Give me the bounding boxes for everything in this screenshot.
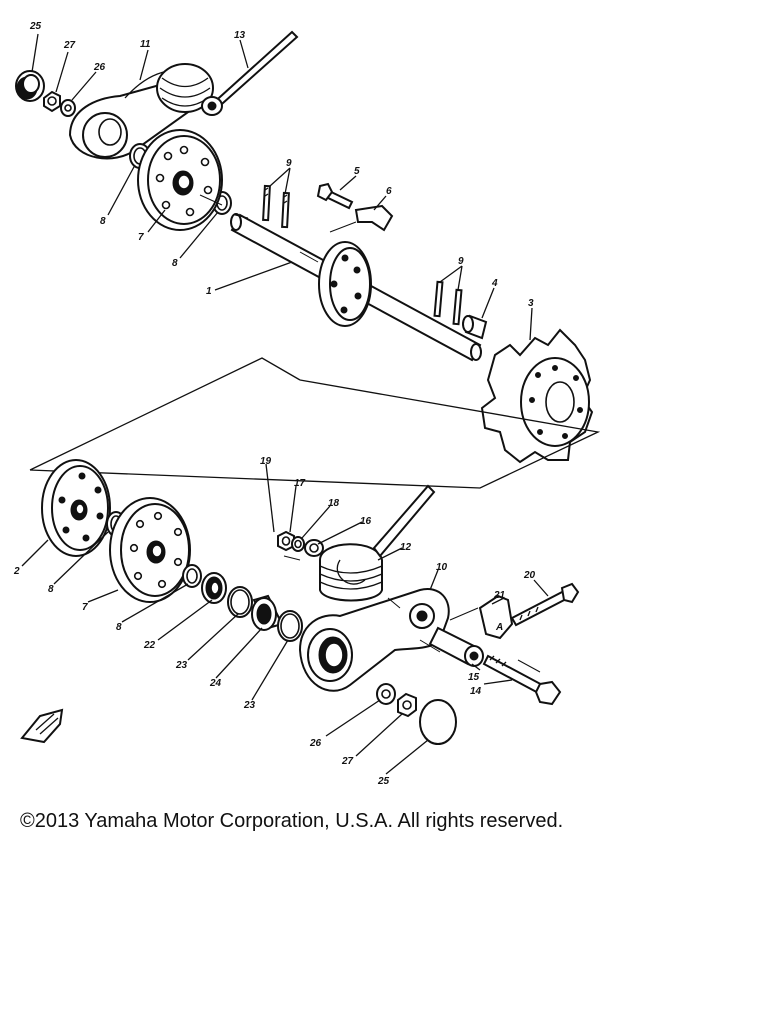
part-9-pins-top bbox=[262, 184, 290, 229]
part-17-washer bbox=[291, 536, 305, 552]
part-8-oring-bottom-b-inner bbox=[186, 568, 198, 584]
insert-letter-a: A bbox=[495, 622, 503, 633]
callout-25-top: 25 bbox=[29, 21, 42, 32]
callout-8-d: 8 bbox=[116, 622, 122, 633]
callout-12: 12 bbox=[400, 542, 412, 553]
callout-8-c: 8 bbox=[48, 584, 54, 595]
part-12-spring bbox=[319, 484, 436, 602]
part-27-nut-top bbox=[43, 90, 61, 113]
part-15-collar bbox=[428, 626, 484, 667]
callout-13: 13 bbox=[234, 30, 246, 41]
part-25-cap-bottom bbox=[419, 699, 457, 745]
dash-line-top bbox=[199, 194, 357, 263]
part-7-idler-wheel-bottom bbox=[109, 497, 191, 603]
part-23-circlip-b bbox=[277, 610, 303, 642]
part-5-bolt bbox=[316, 182, 354, 210]
callout-19: 19 bbox=[260, 456, 272, 467]
part-25-cap-top bbox=[15, 70, 45, 102]
part-shaft-flange bbox=[318, 241, 372, 327]
callout-1: 1 bbox=[206, 286, 212, 297]
callout-6: 6 bbox=[386, 186, 392, 197]
callout-15: 15 bbox=[468, 672, 480, 683]
part-24-bearing bbox=[251, 594, 284, 631]
front-direction-arrow-icon bbox=[20, 708, 64, 744]
dash-line-bottom bbox=[283, 555, 541, 673]
part-10-swing-arm bbox=[298, 588, 450, 692]
callout-26-bot: 26 bbox=[309, 738, 322, 749]
copyright-notice: ©2013 Yamaha Motor Corporation, U.S.A. A… bbox=[20, 810, 564, 832]
callout-8-a: 8 bbox=[100, 216, 106, 227]
callout-10: 10 bbox=[436, 562, 448, 573]
callout-11: 11 bbox=[140, 39, 151, 50]
callout-16: 16 bbox=[360, 516, 372, 527]
part-3-drive-sprocket bbox=[480, 328, 594, 464]
exploded-parts-diagram: A bbox=[13, 21, 601, 787]
part-21-lock-plate: A bbox=[478, 594, 514, 640]
part-9-pins-right bbox=[433, 280, 463, 326]
part-26-washer-bottom bbox=[376, 683, 396, 705]
part-6-clip bbox=[354, 204, 394, 232]
part-4-bushing bbox=[462, 314, 488, 340]
part-26-washer-top bbox=[60, 99, 76, 117]
callout-23-a: 23 bbox=[175, 660, 188, 671]
callout-26-top: 26 bbox=[93, 62, 106, 73]
callout-numbers: 25 27 26 11 13 8 7 8 9 5 6 1 9 4 3 2 8 7… bbox=[13, 21, 536, 787]
part-7-idler-wheel-top bbox=[137, 129, 223, 231]
callout-8-b: 8 bbox=[172, 258, 178, 269]
callout-21: 21 bbox=[493, 590, 506, 601]
part-23-circlip-a bbox=[227, 586, 253, 618]
part-18-washer bbox=[304, 539, 324, 557]
leader-lines bbox=[21, 33, 549, 775]
callout-27-bot: 27 bbox=[341, 756, 354, 767]
callout-5: 5 bbox=[354, 166, 360, 177]
part-14-bolt bbox=[482, 654, 562, 706]
callout-4: 4 bbox=[491, 278, 498, 289]
part-22-bearing bbox=[201, 572, 227, 604]
callout-22: 22 bbox=[143, 640, 156, 651]
callout-18: 18 bbox=[328, 498, 340, 509]
part-27-nut-bottom bbox=[397, 692, 417, 718]
callout-9-a: 9 bbox=[286, 158, 292, 169]
callout-25-bot: 25 bbox=[377, 776, 390, 787]
callout-20: 20 bbox=[523, 570, 536, 581]
part-2-hub-plate bbox=[41, 459, 111, 557]
callout-27-top: 27 bbox=[63, 40, 76, 51]
callout-23-b: 23 bbox=[243, 700, 256, 711]
callout-7-top: 7 bbox=[138, 232, 144, 243]
callout-9-b: 9 bbox=[458, 256, 464, 267]
part-13-spring-rod bbox=[208, 30, 299, 113]
assembly-boundary-line bbox=[29, 357, 601, 489]
callout-2: 2 bbox=[13, 566, 20, 577]
callout-3: 3 bbox=[528, 298, 534, 309]
callout-7-bot: 7 bbox=[82, 602, 88, 613]
callout-17: 17 bbox=[294, 478, 306, 489]
part-20-bolt bbox=[510, 582, 580, 627]
callout-14: 14 bbox=[470, 686, 482, 697]
callout-24: 24 bbox=[209, 678, 222, 689]
part-spring-coil-top bbox=[156, 63, 223, 116]
